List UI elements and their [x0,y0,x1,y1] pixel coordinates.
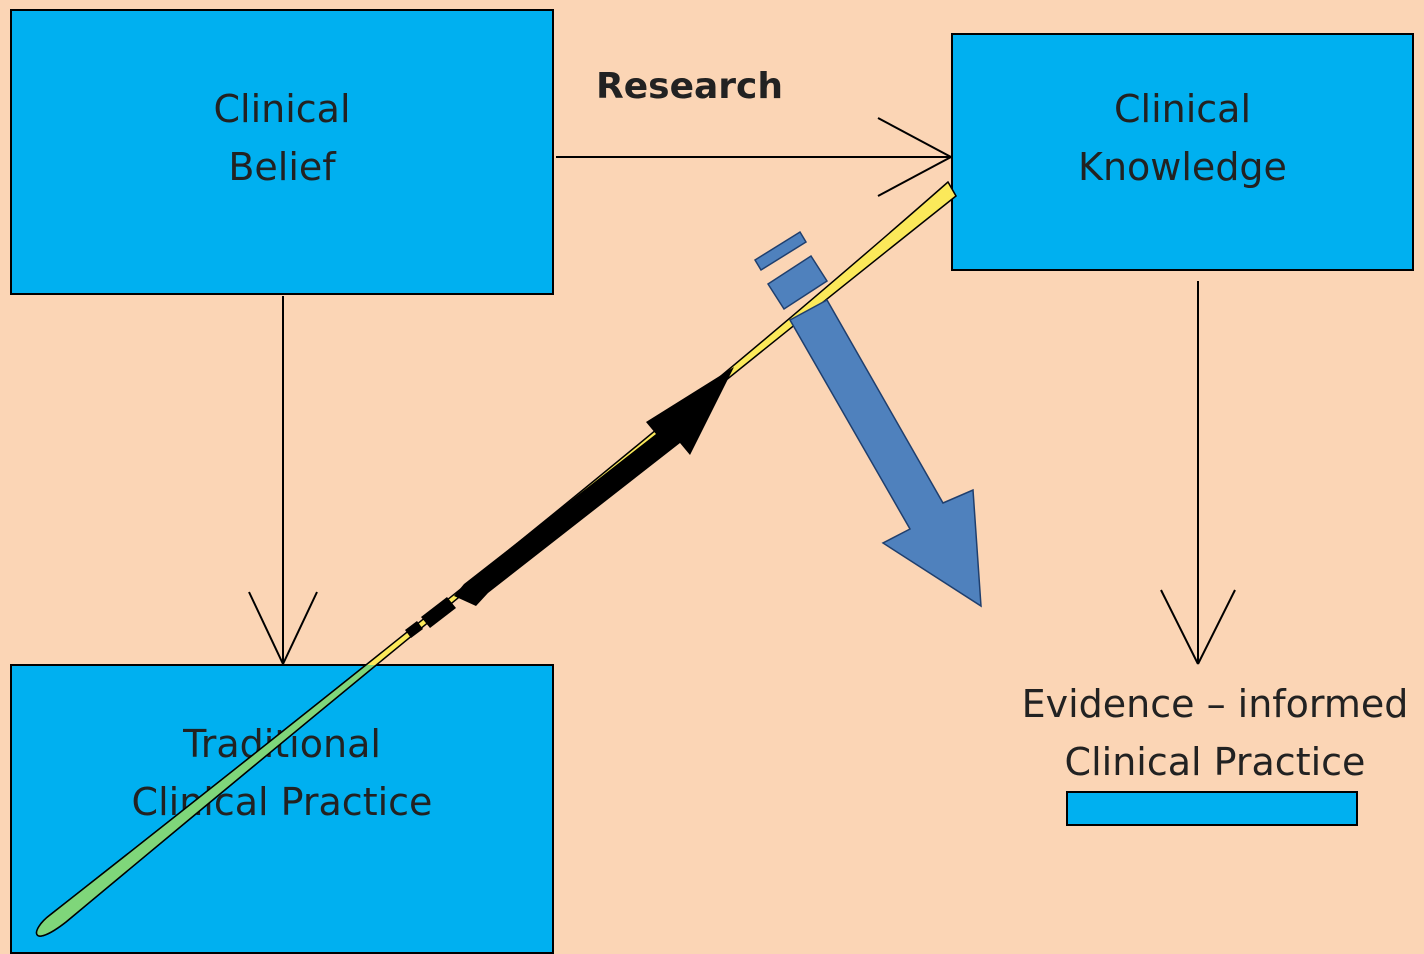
block-arrow [788,298,982,608]
pen-illustration [35,180,957,937]
evidence-underline-box [1066,791,1358,826]
belief-to-practice-arrow [248,296,318,665]
pen-body-green [35,665,378,937]
evidence-practice-label: Evidence – informed Clinical Practice [1021,682,1409,784]
knowledge-to-evidence-arrow [1160,281,1236,665]
research-arrow [556,117,952,197]
research-label: Research [596,66,783,107]
clinical-belief-box: Clinical Belief [10,9,554,295]
clinical-knowledge-box: Clinical Knowledge [951,33,1414,271]
pen-inner-arrow [405,367,734,638]
clinical-knowledge-label: Clinical Knowledge [1078,87,1287,189]
pen-cap-piece [753,230,808,272]
clinical-belief-label: Clinical Belief [213,87,351,189]
pen-clip [766,254,829,311]
